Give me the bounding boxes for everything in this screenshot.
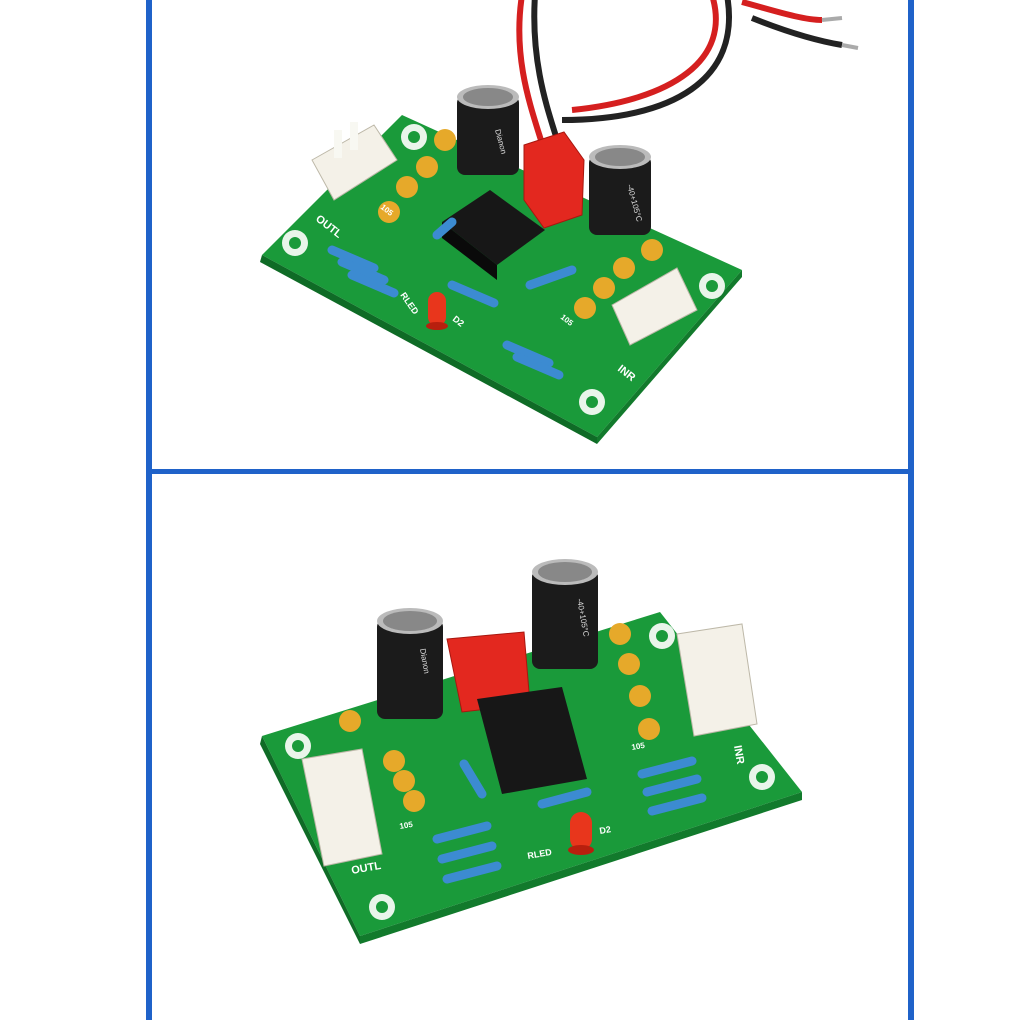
op-amp-ic <box>477 687 587 794</box>
mounting-hole <box>699 273 725 299</box>
output-connector <box>301 748 383 867</box>
status-led <box>568 812 594 855</box>
mounting-hole <box>579 389 605 415</box>
ceramic-capacitors <box>339 623 660 812</box>
resistors <box>327 217 577 380</box>
mounting-hole <box>369 894 395 920</box>
bottom-product-photo: OUTL INR RLED D2 105 105 Dianon -40+105°… <box>146 474 914 1020</box>
electrolytic-capacitor <box>532 559 598 669</box>
resistors <box>432 756 707 884</box>
mounting-hole <box>649 623 675 649</box>
silk-out-label: OUTL <box>350 860 382 877</box>
status-led <box>426 292 448 330</box>
op-amp-ic <box>442 190 545 280</box>
capacitor-brand-print: Dianon <box>418 648 431 675</box>
silk-in-label: INR <box>731 744 746 765</box>
pcb-board <box>260 115 742 444</box>
silk-cap-code: 105 <box>631 741 646 752</box>
electrolytic-capacitor <box>457 85 519 175</box>
mounting-hole <box>749 764 775 790</box>
mounting-hole <box>401 124 427 150</box>
electrolytic-capacitor <box>377 608 443 719</box>
silk-d2-label: D2 <box>599 824 612 836</box>
output-connector <box>311 122 398 201</box>
mounting-hole <box>282 230 308 256</box>
top-product-photo: OUTL INR RLED D2 105 105 Dianon -40+105°… <box>146 0 914 474</box>
mounting-hole <box>285 733 311 759</box>
power-connector <box>523 131 585 229</box>
ceramic-capacitors <box>378 129 663 319</box>
top-board-illustration: OUTL INR RLED D2 105 105 Dianon -40+105°… <box>260 0 859 444</box>
silk-cap-code: 105 <box>399 820 414 831</box>
electrolytic-capacitor <box>589 145 651 235</box>
input-connector <box>676 623 758 737</box>
silk-led-label: RLED <box>527 847 553 861</box>
input-connector <box>611 267 698 346</box>
bottom-board-illustration: OUTL INR RLED D2 105 105 Dianon -40+105°… <box>260 559 802 944</box>
